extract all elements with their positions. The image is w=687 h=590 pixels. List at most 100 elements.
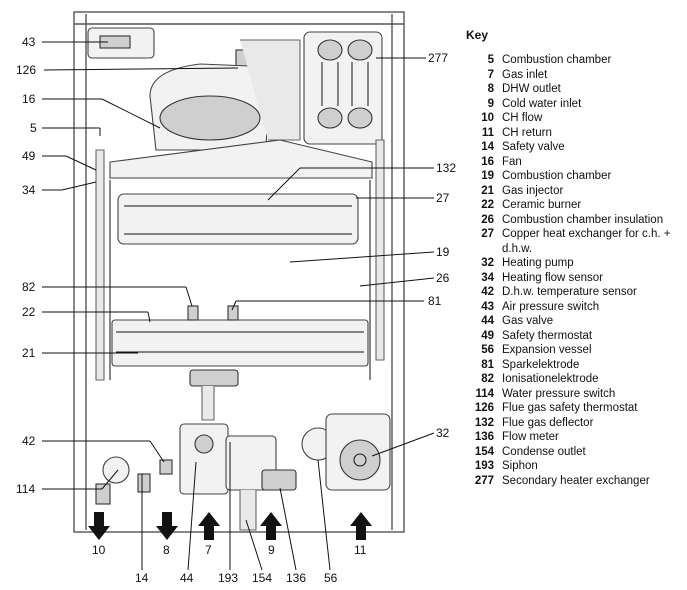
callout-49: 49 xyxy=(22,149,36,163)
callout-44: 44 xyxy=(180,571,194,585)
callout-10: 10 xyxy=(92,543,106,557)
legend-item-label: Safety thermostat xyxy=(502,329,593,342)
callout-34: 34 xyxy=(22,183,36,197)
connection-arrows xyxy=(88,512,372,540)
legend-item-label: Siphon xyxy=(502,460,538,472)
legend-item-label: Combustion chamber xyxy=(502,170,612,182)
legend-item-label: CH flow xyxy=(502,112,543,124)
pump-shape xyxy=(325,413,391,491)
legend-item-label: Fan xyxy=(502,155,522,168)
dhw-sensor-shape xyxy=(159,459,173,475)
callout-193: 193 xyxy=(218,571,238,585)
callout-5: 5 xyxy=(30,121,37,135)
callout-16: 16 xyxy=(22,92,36,106)
legend-item-number: 7 xyxy=(487,68,494,81)
burner-shape xyxy=(111,305,369,367)
legend-item-number: 22 xyxy=(481,199,494,211)
legend-item-number: 81 xyxy=(481,358,494,371)
legend-item-number: 154 xyxy=(474,445,494,458)
air-pressure-switch-shape xyxy=(87,27,155,59)
legend-item-number: 9 xyxy=(487,97,494,110)
boiler-diagram: 43 126 16 5 49 34 82 22 21 42 114 277 13… xyxy=(16,11,456,585)
legend-item-label: Flue gas deflector xyxy=(502,416,594,429)
pressure-switch-shape xyxy=(95,456,130,505)
legend-item-number: 277 xyxy=(474,474,494,487)
safety-valve-shape xyxy=(137,473,151,493)
callout-lines xyxy=(42,41,435,571)
legend-item: 22 Ceramic burner xyxy=(466,198,686,213)
legend-item-label: Flue gas safety thermostat xyxy=(502,402,638,414)
legend-item-number: 56 xyxy=(481,344,494,356)
legend-item-number: 114 xyxy=(475,387,494,400)
legend-item-label: Combustion chamber insulation xyxy=(502,213,664,226)
flue-deflector-shape xyxy=(109,139,373,179)
legend-item-label: DHW outlet xyxy=(502,83,561,95)
legend-item-label: CH return xyxy=(502,126,552,139)
callout-56: 56 xyxy=(324,571,338,585)
secondary-exchanger-shape xyxy=(303,31,383,145)
legend-item-label: Ionisationelektrode xyxy=(502,373,599,385)
callout-8: 8 xyxy=(163,543,170,557)
flow-meter-shape xyxy=(261,469,297,491)
legend-item-number: 14 xyxy=(481,141,494,153)
fan-shape xyxy=(149,39,301,151)
gas-valve-shape xyxy=(179,423,229,495)
legend-item-number: 49 xyxy=(481,329,494,342)
legend-item-number: 82 xyxy=(481,373,494,385)
callout-21: 21 xyxy=(22,346,36,360)
legend-item: 136 Flow meter xyxy=(466,430,686,445)
legend-item: 16 Fan xyxy=(466,155,686,170)
legend-item-label: Heating flow sensor xyxy=(502,271,603,284)
callout-81: 81 xyxy=(428,294,442,308)
legend-item-label: Ceramic burner xyxy=(502,199,582,211)
legend-item: 14 Safety valve xyxy=(466,140,686,155)
callout-277: 277 xyxy=(428,51,448,65)
legend-item-number: 42 xyxy=(481,286,494,298)
legend-item-label: Combustion chamber xyxy=(502,54,612,66)
legend-item-label: Water pressure switch xyxy=(502,387,616,400)
callout-114: 114 xyxy=(16,482,35,496)
legend-item-number: 5 xyxy=(487,54,494,66)
legend-item: 193 Siphon xyxy=(466,459,686,474)
heat-exchanger-shape xyxy=(117,193,359,245)
legend-item-label: Safety valve xyxy=(502,141,565,153)
legend-item-number: 136 xyxy=(474,431,494,443)
legend-item-label: Expansion vessel xyxy=(502,344,592,356)
callout-22: 22 xyxy=(22,305,36,319)
legend-item-label: Flow meter xyxy=(502,431,559,443)
callout-32: 32 xyxy=(436,426,450,440)
legend-item: 114 Water pressure switch xyxy=(466,387,686,402)
callout-14: 14 xyxy=(135,571,149,585)
legend-item-number: 16 xyxy=(481,155,494,168)
legend-item: 5 Combustion chamber xyxy=(466,53,686,68)
callout-82: 82 xyxy=(22,280,36,294)
combustion-chamber-shape xyxy=(95,139,385,381)
boiler-casing xyxy=(73,11,405,533)
callout-136: 136 xyxy=(286,571,306,585)
legend-item-label: Air pressure switch xyxy=(502,300,600,313)
callout-43: 43 xyxy=(22,35,36,49)
callout-19: 19 xyxy=(436,245,450,259)
callout-42: 42 xyxy=(22,434,36,448)
callout-126: 126 xyxy=(16,63,36,77)
legend-item-number: 27 xyxy=(481,228,494,240)
callout-9: 9 xyxy=(268,543,275,557)
legend-item-number: 193 xyxy=(474,460,494,472)
legend-item-label: Heating pump xyxy=(502,257,574,269)
